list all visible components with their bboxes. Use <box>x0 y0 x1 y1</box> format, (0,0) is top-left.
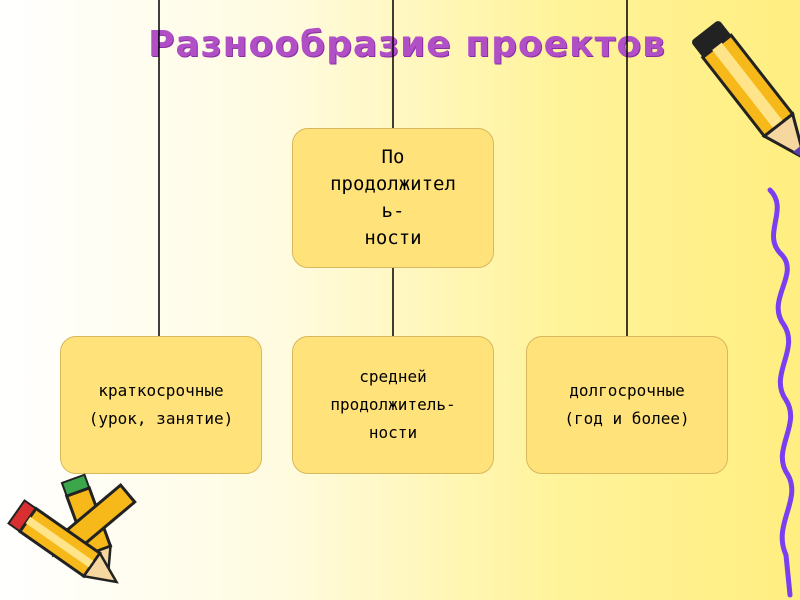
category-box-duration: По продолжител ь- ности <box>292 128 494 268</box>
box-line: ности <box>368 423 418 442</box>
project-type-short-term: краткосрочные (урок, занятие) <box>60 336 262 474</box>
box-line: ности <box>364 227 422 249</box>
slide-title: Разнообразие проектов <box>148 24 666 65</box>
project-type-medium-term: средней продолжитель- ности <box>292 336 494 474</box>
box-line: По <box>381 146 405 168</box>
box-line: долгосрочные <box>569 381 685 400</box>
box-line: ь- <box>381 200 405 222</box>
box-line: (урок, занятие) <box>88 409 234 428</box>
box-line: средней <box>359 367 427 386</box>
squiggle-icon <box>767 187 795 598</box>
project-type-long-term: долгосрочные (год и более) <box>526 336 728 474</box>
box-line: продолжитель- <box>330 395 456 414</box>
pencil-icon <box>7 499 119 584</box>
box-line: продолжител <box>330 173 456 195</box>
pencil-icon <box>692 21 800 162</box>
box-line: краткосрочные <box>98 381 224 400</box>
box-line: (год и более) <box>564 409 690 428</box>
